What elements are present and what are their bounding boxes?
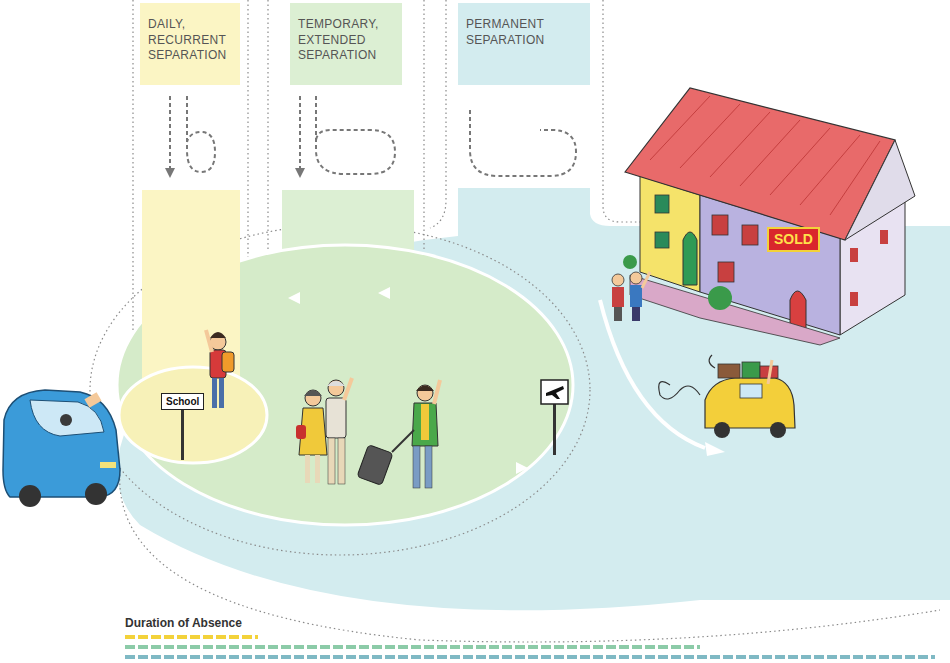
axis-label: Duration of Absence: [125, 616, 242, 630]
node-text: DAILY, RECURRENT SEPARATION: [148, 17, 232, 64]
node-text: TEMPORARY, EXTENDED SEPARATION: [298, 17, 394, 64]
school-sign: School: [161, 393, 204, 410]
node-text: School: [166, 396, 199, 407]
column-header: PERMANENT SEPARATION: [458, 3, 590, 85]
node-text: SOLD: [774, 232, 813, 247]
node-text: PERMANENT SEPARATION: [466, 17, 582, 48]
column-header: TEMPORARY, EXTENDED SEPARATION: [290, 3, 402, 85]
column-header: DAILY, RECURRENT SEPARATION: [140, 3, 240, 85]
sold-sign: SOLD: [767, 227, 820, 252]
